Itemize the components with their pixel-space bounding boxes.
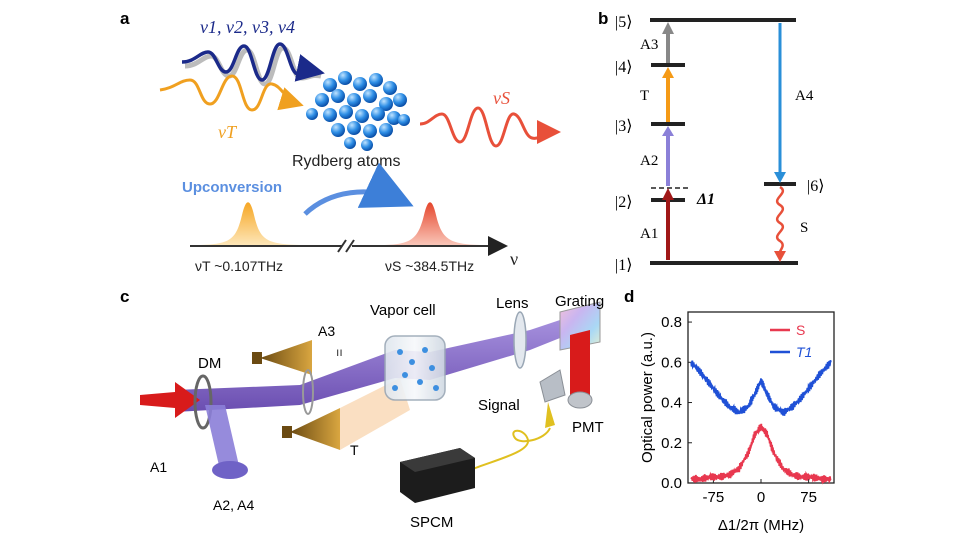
signal-wave — [419, 106, 561, 148]
detuning-label: Δ1 — [696, 191, 715, 208]
level-1-label: |1⟩ — [615, 257, 632, 274]
legend-label-s: S — [796, 322, 805, 338]
panel-c-label: c — [120, 287, 129, 306]
y-tick-label: 0.0 — [661, 475, 682, 492]
panel-c: c DM A2, A4 A1 A3 ıı T Vapor cell — [120, 287, 604, 531]
x-tick-label: -75 — [703, 489, 725, 506]
a1-label-c: A1 — [150, 459, 167, 475]
frequency-axis-symbol: ν — [510, 249, 518, 269]
signal-peak — [385, 202, 480, 245]
a2-label: A2 — [640, 153, 658, 169]
grating-label: Grating — [555, 293, 604, 310]
t-horn — [290, 408, 340, 450]
a3-label-c: A3 — [318, 323, 335, 339]
thz-label: νT — [218, 122, 238, 142]
panel-d-label: d — [624, 287, 634, 306]
series-line-s — [690, 423, 832, 485]
beam-splitter — [302, 369, 314, 415]
y-tick-label: 0.6 — [661, 354, 682, 371]
panel-b: b |5⟩ |4⟩ |3⟩ |2⟩ |1⟩ |6⟩ A1 A2 T A3 A4 … — [598, 9, 824, 274]
probe-wave — [181, 42, 325, 82]
axis-break — [337, 239, 347, 253]
panel-a: a ν1, ν2, ν3, ν4 νT Rydberg atoms νS Upc… — [120, 9, 561, 274]
thz-wave — [159, 74, 304, 112]
upconversion-arrow — [303, 162, 414, 216]
level-2-label: |2⟩ — [615, 194, 632, 211]
signal-frequency-label: νS ~384.5THz — [385, 258, 474, 274]
a4-label: A4 — [795, 88, 814, 104]
signal-beam — [570, 330, 590, 404]
a2-a4-label: A2, A4 — [213, 497, 254, 513]
x-axis-label: Δ1/2π (MHz) — [718, 517, 804, 534]
s-label: S — [800, 220, 808, 236]
t-label: T — [640, 88, 649, 104]
upconversion-label: Upconversion — [182, 179, 282, 196]
signal-label-c: Signal — [478, 397, 520, 414]
a3-label: A3 — [640, 37, 658, 53]
dichroic-mirror — [193, 374, 213, 430]
pmt-label: PMT — [572, 419, 604, 436]
rydberg-atoms-cluster — [306, 71, 410, 151]
level-5-label: |5⟩ — [615, 14, 632, 31]
plot-frame — [687, 311, 835, 484]
x-tick-label: 0 — [757, 489, 765, 506]
fiber-coupler — [539, 369, 566, 403]
signal-label: νS — [493, 88, 510, 108]
panel-d: d 0.0 0.2 0.4 0.6 0.8 -75 0 75 S T1 Optical power … — [624, 287, 835, 534]
panel-a-label: a — [120, 9, 130, 28]
thz-frequency-label: νT ~0.107THz — [195, 258, 283, 274]
legend-label-t1: T1 — [796, 344, 812, 360]
lens-label: Lens — [496, 295, 529, 312]
probe-frequencies-label: ν1, ν2, ν3, ν4 — [200, 17, 295, 37]
a2-a4-beam — [205, 405, 240, 470]
a3-horn — [260, 340, 312, 375]
t-label-c: T — [350, 442, 359, 458]
a1-beam-arrow — [140, 382, 200, 418]
series-line-t1 — [690, 360, 832, 416]
x-tick-label: 75 — [800, 489, 817, 506]
optical-fiber — [469, 427, 551, 471]
level-4-label: |4⟩ — [615, 59, 632, 76]
level-3-label: |3⟩ — [615, 118, 632, 135]
dm-label: DM — [198, 355, 221, 372]
thz-peak — [200, 202, 300, 245]
svg-text:ıı: ıı — [336, 345, 343, 359]
y-tick-label: 0.4 — [661, 395, 682, 412]
y-axis-label: Optical power (a.u.) — [639, 332, 656, 463]
level-6-label: |6⟩ — [807, 178, 824, 195]
lens — [513, 311, 527, 369]
y-tick-label: 0.2 — [661, 435, 682, 452]
vapor-cell-label: Vapor cell — [370, 302, 436, 319]
s-transition — [775, 185, 785, 253]
a1-label: A1 — [640, 226, 658, 242]
chart-d: 0.0 0.2 0.4 0.6 0.8 -75 0 75 S T1 Optical power (a… — [639, 311, 835, 534]
vapor-cell-atoms — [392, 347, 439, 391]
y-tick-label: 0.8 — [661, 314, 682, 331]
pmt — [567, 391, 593, 409]
rydberg-atoms-label: Rydberg atoms — [292, 153, 401, 170]
panel-b-label: b — [598, 9, 608, 28]
spcm-label: SPCM — [410, 514, 453, 531]
